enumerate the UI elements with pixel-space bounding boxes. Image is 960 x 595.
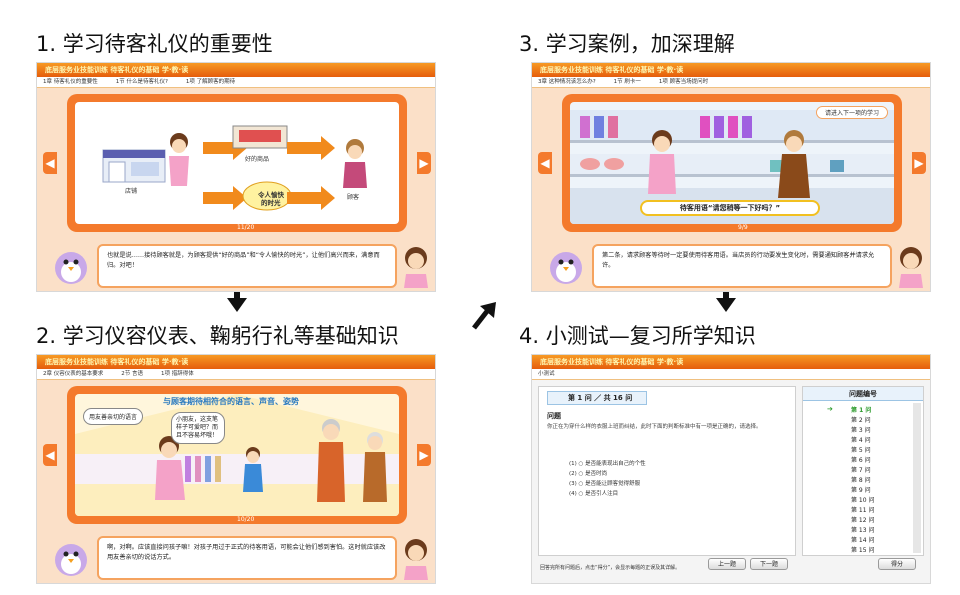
crumb-item[interactable]: 1项 了解顾客的期待 [185, 79, 236, 85]
crumb-item[interactable]: 1项 顾客当场提问时 [658, 79, 709, 85]
breadcrumb: 2章 仪容仪表的基本要求 2节 言语 1项 措辞得体 [37, 369, 435, 380]
panel-header: 底层服务业技能训练 待客礼仪的基础 学·教·读 [532, 63, 930, 77]
question-list-item[interactable]: 第 11 问 [851, 507, 875, 514]
prev-page-button[interactable]: ◀ [43, 152, 57, 174]
next-page-button[interactable]: ▶ [417, 152, 431, 174]
guide-girl-avatar [899, 247, 923, 288]
question-list-item[interactable]: 第 12 问 [851, 517, 875, 524]
question-list-item[interactable]: 第 7 问 [851, 467, 871, 474]
prev-question-button[interactable]: 上一题 [708, 558, 746, 570]
page-indicator: 11/20 [237, 224, 255, 231]
dialog-text: 也就是说……接待顾客就是，为顾客提供“好的商品”和“令人愉快的时光”，让他们高兴… [97, 244, 397, 288]
penguin-mascot-icon [55, 544, 87, 576]
question-title: 问题 [547, 412, 561, 420]
lesson-stage: 请进入下一项的学习 待客用语“请您稍等一下好吗？” [570, 102, 894, 224]
question-list-item[interactable]: 第 3 问 [851, 427, 871, 434]
panel-case-study: 底层服务业技能训练 待客礼仪的基础 学·教·读 3章 这种情况该怎么办? 1节 刷… [531, 62, 931, 292]
panel-header: 底层服务业技能训练 待客礼仪的基础 学·教·读 [532, 355, 930, 369]
next-lesson-button[interactable]: 请进入下一项的学习 [815, 106, 888, 119]
crumb-section[interactable]: 2节 言语 [121, 371, 143, 377]
crumb-quiz[interactable]: 小测试 [538, 371, 555, 377]
panel-header: 底层服务业技能训练 待客礼仪的基础 学·教·读 [37, 355, 435, 369]
question-list-item[interactable]: 第 2 问 [851, 417, 871, 424]
question-list: 问题编号 ➔ 第 1 问 第 2 问 第 3 问 第 4 问 第 5 问 第 6… [802, 386, 924, 556]
breadcrumb: 小测试 [532, 369, 930, 380]
question-list-item[interactable]: 第 13 问 [851, 527, 875, 534]
next-page-button[interactable]: ▶ [417, 444, 431, 466]
answer-option[interactable]: (4) ○ 是否引人注目 [569, 491, 619, 497]
answer-option[interactable]: (3) ○ 是否能让顾客觉得舒服 [569, 481, 641, 487]
question-list-item[interactable]: 第 4 问 [851, 437, 871, 444]
dialog-text: 啊，对啊。应该直接问孩子嘛！对孩子用过于正式的待客用语，可能会让他们感到害怕。这… [97, 536, 397, 580]
panel-quiz: 底层服务业技能训练 待客礼仪的基础 学·教·读 小测试 第 1 问 ／ 共 16… [531, 354, 931, 584]
panel-basic-knowledge: 底层服务业技能训练 待客礼仪的基础 学·教·读 2章 仪容仪表的基本要求 2节 言… [36, 354, 436, 584]
question-list-scrollbar[interactable] [913, 403, 921, 553]
banner-title: 与顾客期待相符合的语言、声音、姿势 [163, 397, 299, 406]
answer-option[interactable]: (1) ○ 是否能表现出自己的个性 [569, 461, 646, 467]
illustration-shop [102, 125, 367, 211]
illustration-customers [75, 394, 399, 516]
instruction-note: 回答完所有问题后，点击“得分”，会显示每题的正误及其详解。 [540, 565, 681, 571]
time-label-line1: 令人愉快 [258, 191, 284, 199]
customer-label: 顾客 [347, 194, 360, 201]
question-list-item[interactable]: 第 5 问 [851, 447, 871, 454]
lesson-stage: 与顾客期待相符合的语言、声音、姿势 用友善亲切的语言 小朋友，这支笔样子可爱吧？… [75, 394, 399, 516]
answer-option[interactable]: (2) ○ 是否时尚 [569, 471, 608, 477]
question-list-item[interactable]: 第 10 问 [851, 497, 875, 504]
question-list-item[interactable]: 第 1 问 [851, 407, 872, 414]
prev-page-button[interactable]: ◀ [538, 152, 552, 174]
arrow-up-right-icon [472, 302, 496, 330]
speech-bubble-1: 用友善亲切的语言 [83, 408, 144, 425]
breadcrumb: 3章 这种情况该怎么办? 1节 刷卡一 1项 顾客当场提问时 [532, 77, 930, 88]
next-question-button[interactable]: 下一题 [750, 558, 788, 570]
lesson-stage: 店铺 好的商品 令人愉快 的时光 顾客 [75, 102, 399, 224]
penguin-mascot-icon [55, 252, 87, 284]
speech-bubble-2: 小朋友，这支笔样子可爱吧？而且不容易坏哦！ [171, 412, 225, 444]
question-counter: 第 1 问 ／ 共 16 问 [547, 391, 647, 405]
dialog-text: 第二条，请求顾客等待时一定要使用待客用语。当店员的行动要发生变化时，需要通知顾客… [592, 244, 892, 288]
step-3-title: 3. 学习案例，加深理解 [519, 32, 735, 56]
crumb-chapter[interactable]: 3章 这种情况该怎么办? [538, 79, 596, 85]
score-button[interactable]: 得分 [878, 558, 916, 570]
penguin-mascot-icon [550, 252, 582, 284]
step-4-title: 4. 小测试—复习所学知识 [519, 324, 756, 348]
phrase-caption: 待客用语“请您稍等一下好吗？” [640, 200, 820, 216]
goods-label: 好的商品 [245, 156, 270, 163]
question-list-item[interactable]: 第 14 问 [851, 537, 875, 544]
guide-girl-avatar [404, 539, 428, 580]
crumb-section[interactable]: 1节 什么是待客礼仪? [115, 79, 168, 85]
guide-girl-avatar [404, 247, 428, 288]
prev-page-button[interactable]: ◀ [43, 444, 57, 466]
question-text: 你正在为穿什么样的衣服上班而纠结，此时下面的判断标准中有一项是正确的，请选择。 [547, 424, 762, 430]
question-list-item[interactable]: 第 6 问 [851, 457, 871, 464]
crumb-chapter[interactable]: 2章 仪容仪表的基本要求 [43, 371, 104, 377]
question-area: 第 1 问 ／ 共 16 问 问题 你正在为穿什么样的衣服上班而纠结，此时下面的… [538, 386, 796, 556]
crumb-item[interactable]: 1项 措辞得体 [161, 371, 194, 377]
crumb-section[interactable]: 1节 刷卡一 [613, 79, 641, 85]
current-question-arrow-icon: ➔ [827, 405, 833, 413]
question-list-item[interactable]: 第 8 问 [851, 477, 871, 484]
panel-header: 底层服务业技能训练 待客礼仪的基础 学·教·读 [37, 63, 435, 77]
page-indicator: 9/9 [738, 224, 748, 231]
question-list-header: 问题编号 [803, 387, 923, 401]
breadcrumb: 1章 待客礼仪的重要性 1节 什么是待客礼仪? 1项 了解顾客的期待 [37, 77, 435, 88]
crumb-chapter[interactable]: 1章 待客礼仪的重要性 [43, 79, 98, 85]
panel-importance: 底层服务业技能训练 待客礼仪的基础 学·教·读 1章 待客礼仪的重要性 1节 什么… [36, 62, 436, 292]
time-label-line2: 的时光 [261, 199, 281, 207]
question-list-item[interactable]: 第 9 问 [851, 487, 871, 494]
page-indicator: 10/20 [237, 516, 255, 523]
shop-label: 店铺 [125, 188, 138, 195]
step-2-title: 2. 学习仪容仪表、鞠躬行礼等基础知识 [36, 324, 399, 348]
question-list-item[interactable]: 第 15 问 [851, 547, 875, 554]
next-page-button[interactable]: ▶ [912, 152, 926, 174]
step-1-title: 1. 学习待客礼仪的重要性 [36, 32, 273, 56]
